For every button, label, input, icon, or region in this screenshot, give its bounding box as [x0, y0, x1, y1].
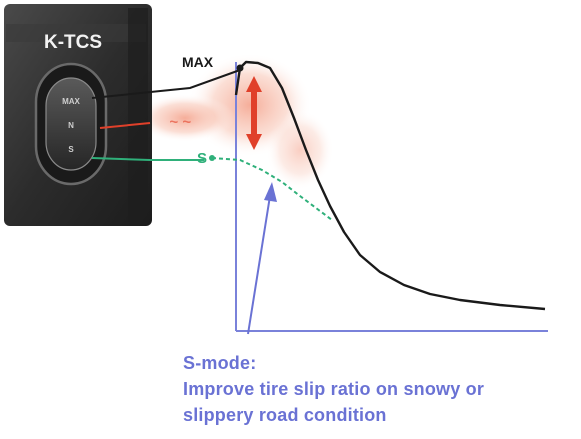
range-arrow: [246, 76, 262, 150]
knob-label-s: S: [68, 145, 74, 154]
s-mode-annotation-arrow: [247, 182, 277, 335]
s-connector-line: [91, 157, 204, 161]
max-connector-line: [91, 69, 241, 99]
switch-panel-title: K-TCS: [44, 32, 102, 53]
knob-label-max: MAX: [62, 97, 80, 106]
max-mode-curve: [234, 60, 546, 311]
n-connector-line: [99, 122, 151, 129]
s-label: S: [197, 150, 207, 167]
tcs-mode-knob-icon[interactable]: [45, 77, 97, 171]
max-label: MAX: [182, 54, 214, 70]
peak-highlight: [135, 53, 334, 190]
switch-panel: K-TCS MAX N S: [4, 4, 152, 226]
caption-line-1: Improve tire slip ratio on snowy or: [183, 379, 485, 399]
caption-heading: S-mode:: [183, 353, 257, 373]
caption-line-2: slippery road condition: [183, 405, 387, 425]
svg-text:~ ~: ~ ~: [169, 114, 191, 131]
n-mode-range-label: ~ ~: [169, 114, 191, 131]
graph-axes: [235, 62, 548, 332]
s-point-marker: [209, 155, 215, 161]
max-point-marker: [236, 64, 244, 72]
s-mode-curve: [211, 157, 333, 221]
knob-label-n: N: [68, 121, 74, 130]
s-mode-caption: S-mode: Improve tire slip ratio on snowy…: [183, 350, 578, 428]
